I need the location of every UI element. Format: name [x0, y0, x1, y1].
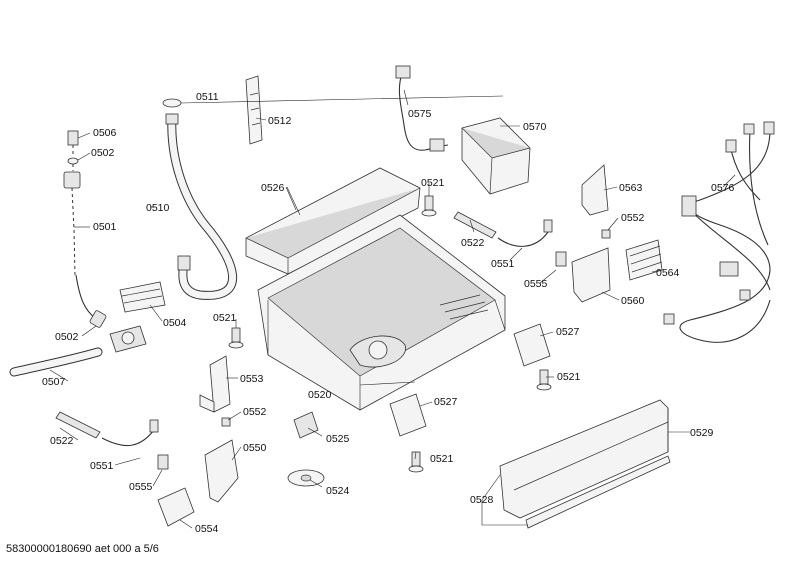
part-0551-lower-shape [101, 429, 155, 447]
label-0502-lower: 0502 [55, 331, 79, 343]
leader-lines [49, 89, 736, 529]
part-0527-lower-shape [389, 393, 427, 437]
part-0504-shape [119, 281, 166, 313]
label-0524: 0524 [326, 485, 350, 497]
part-0522-upper-shape [453, 211, 497, 239]
inlet-hose-group [9, 130, 166, 377]
label-0551-lower: 0551 [90, 460, 114, 472]
screw-0521-b [228, 327, 244, 349]
label-0560: 0560 [621, 295, 645, 307]
label-0527-upper: 0527 [556, 326, 580, 338]
label-0506: 0506 [93, 127, 117, 139]
label-0522-upper: 0522 [461, 237, 485, 249]
part-0555-lower-shape [157, 454, 169, 470]
label-0550: 0550 [243, 442, 267, 454]
part-0506-shape [67, 130, 79, 146]
label-0529: 0529 [690, 427, 714, 439]
screw-0521-c [536, 369, 552, 391]
label-0554: 0554 [195, 523, 219, 535]
screw-0521-d [408, 451, 424, 473]
screw-0521-a [421, 195, 437, 217]
label-0510: 0510 [146, 202, 170, 214]
part-0552-lower-shape [221, 417, 231, 427]
part-0555-upper-shape [555, 251, 567, 267]
part-0502-lower-shape [89, 310, 107, 328]
label-0552-upper: 0552 [621, 212, 645, 224]
part-0511-clamp-shape [162, 98, 182, 108]
label-0521-a: 0521 [421, 177, 445, 189]
label-0512: 0512 [268, 115, 292, 127]
label-0551-upper: 0551 [491, 258, 515, 270]
part-0551-upper-shape [497, 231, 549, 247]
label-0555-lower: 0555 [129, 481, 153, 493]
part-labels: 0506 0502 0501 0502 0504 0507 0510 0511 … [42, 91, 735, 535]
part-0527-upper-shape [513, 323, 551, 367]
label-0525: 0525 [326, 433, 350, 445]
label-0526: 0526 [261, 182, 285, 194]
label-0527-lower: 0527 [434, 396, 458, 408]
part-0528-shape [525, 455, 671, 529]
label-0522-lower: 0522 [50, 435, 74, 447]
label-0520: 0520 [308, 389, 332, 401]
part-0553-shape [209, 355, 231, 413]
label-0563: 0563 [619, 182, 643, 194]
label-0553: 0553 [240, 373, 264, 385]
inlet-nut-shape [63, 171, 81, 189]
part-0512-shape [245, 75, 263, 145]
label-0575: 0575 [408, 108, 432, 120]
label-0511: 0511 [196, 91, 219, 103]
label-0507: 0507 [42, 376, 66, 388]
label-0570: 0570 [523, 121, 547, 133]
label-0501: 0501 [93, 221, 117, 233]
part-0552-upper-shape [601, 229, 611, 239]
label-0564: 0564 [656, 267, 680, 279]
label-0504: 0504 [163, 317, 187, 329]
label-0521-b: 0521 [213, 312, 237, 324]
part-0563-shape [581, 164, 609, 216]
label-0576: 0576 [711, 182, 735, 194]
part-0522-lower-shape [55, 411, 101, 439]
part-0554-shape [157, 487, 195, 527]
part-0550-shape [204, 439, 239, 503]
drain-hose-group [162, 75, 263, 300]
label-0555-upper: 0555 [524, 278, 548, 290]
label-0502-upper: 0502 [91, 147, 115, 159]
base-tub-shape [257, 214, 506, 411]
label-0552-lower: 0552 [243, 406, 267, 418]
drawing-code: 58300000180690 aet 000 a 5/6 [6, 543, 159, 555]
label-0528: 0528 [470, 494, 494, 506]
part-0560-shape [571, 247, 611, 303]
label-0521-c: 0521 [557, 371, 581, 383]
part-0525-shape [293, 411, 319, 439]
label-0521-d: 0521 [430, 453, 454, 465]
part-0502-washer-shape [67, 157, 79, 165]
part-0576-wiring-harness [663, 121, 775, 343]
